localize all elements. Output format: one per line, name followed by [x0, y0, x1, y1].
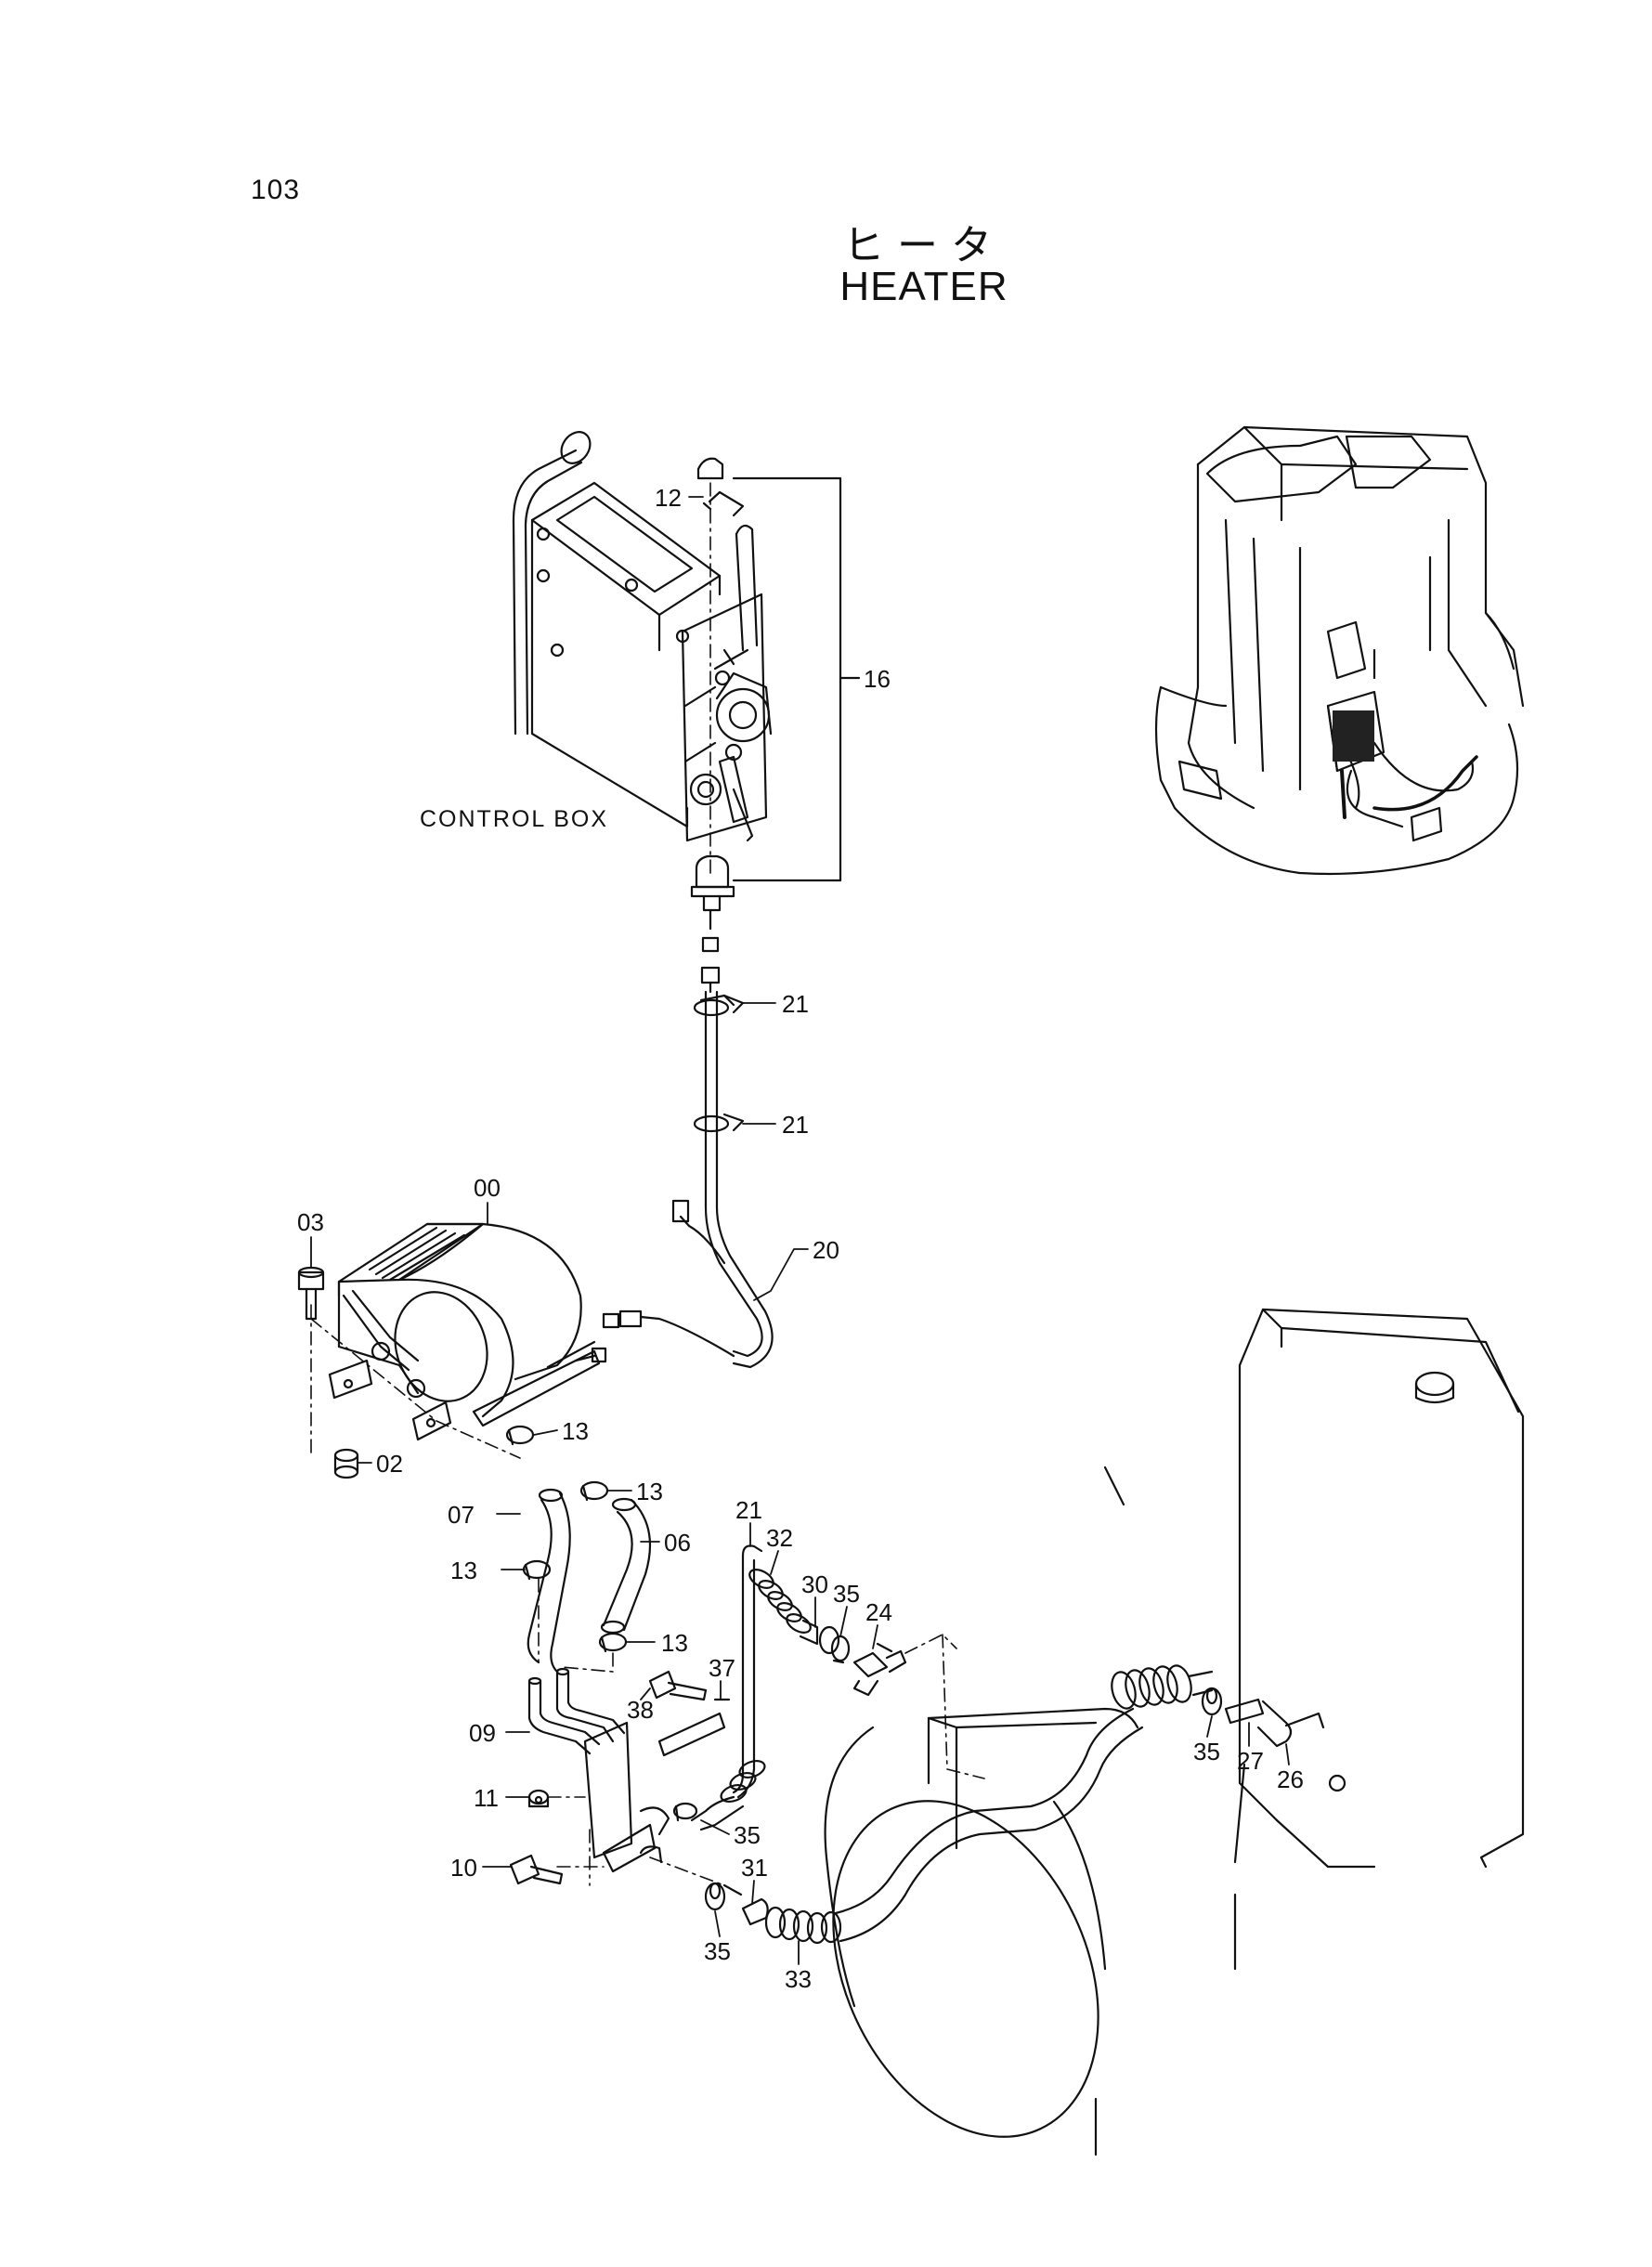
callout-33: 33: [785, 1965, 812, 1993]
callout-32: 32: [766, 1524, 793, 1552]
callout-02: 02: [376, 1450, 403, 1478]
page-number: 103: [251, 175, 301, 205]
callout-35: 35: [833, 1580, 860, 1608]
callout-09: 09: [469, 1719, 496, 1747]
callout-35: 35: [1193, 1738, 1220, 1765]
title-japanese: ヒータ: [843, 222, 1005, 269]
callout-35: 35: [734, 1821, 761, 1849]
control-box-label: CONTROL BOX: [420, 806, 608, 832]
bolt-38-plate-37-drawing: [648, 1670, 731, 1757]
callout-03: 03: [297, 1208, 324, 1236]
callout-13: 13: [661, 1629, 688, 1657]
callout-35: 35: [704, 1937, 731, 1965]
radiator-drawing: [1238, 1308, 1525, 1869]
callout-12: 12: [655, 484, 682, 512]
callout-bracket-16: [732, 476, 842, 882]
leader-lines: [310, 496, 1290, 1965]
nut-11-drawing: [527, 1789, 550, 1808]
callout-21: 21: [782, 1111, 809, 1139]
callout-37: 37: [709, 1654, 735, 1682]
callout-13: 13: [450, 1557, 477, 1584]
lower-hose-drawing: [704, 1664, 1325, 1945]
cab-inset-drawing: [1154, 425, 1525, 876]
callout-21: 21: [782, 990, 809, 1018]
heater-unit-drawing: [310, 1222, 601, 1459]
callout-00: 00: [474, 1174, 501, 1202]
hose-clamps-13-drawing: [505, 1425, 628, 1673]
collar-02-drawing: [333, 1448, 359, 1479]
hose-06-drawing: [600, 1497, 652, 1635]
callout-38: 38: [627, 1696, 654, 1724]
bolt-10-drawing: [509, 1854, 564, 1885]
callout-11: 11: [474, 1784, 499, 1812]
callout-16: 16: [864, 665, 891, 693]
hose-07-drawing: [527, 1488, 571, 1674]
callout-10: 10: [450, 1854, 477, 1882]
callout-21: 21: [735, 1496, 762, 1524]
title-english: HEATER: [839, 264, 1008, 309]
callout-labels: CONTROL BOX 12 16 21 21 20 00 03 02 13 1…: [297, 484, 1304, 1993]
callout-24: 24: [865, 1598, 892, 1626]
control-box-drawing: [512, 431, 773, 994]
callout-30: 30: [801, 1570, 828, 1598]
callout-13: 13: [562, 1417, 589, 1445]
pipe-09-drawing: [527, 1667, 725, 1886]
callout-26: 26: [1277, 1765, 1304, 1793]
callout-20: 20: [813, 1236, 839, 1264]
engine-body-drawing: [824, 1466, 1246, 2156]
callout-07: 07: [448, 1501, 475, 1529]
callout-27: 27: [1237, 1747, 1264, 1775]
cable-assembly-drawing: [574, 990, 774, 1369]
callout-31: 31: [741, 1854, 768, 1882]
upper-hose-drawing: [672, 1544, 985, 1831]
callout-13: 13: [636, 1478, 663, 1505]
callout-06: 06: [664, 1529, 691, 1557]
